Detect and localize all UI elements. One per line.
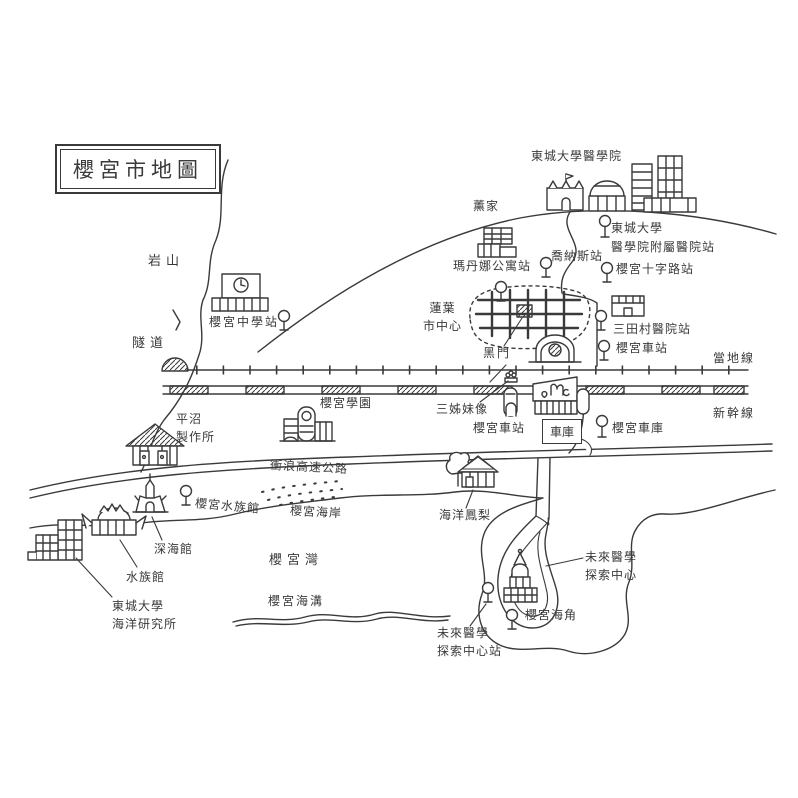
hiranuma-works-building — [126, 424, 184, 465]
academy-building — [280, 407, 335, 441]
garage-box: 車庫 — [542, 419, 582, 444]
label-black-gate: 黑門 — [483, 346, 512, 360]
pole-future-center — [483, 583, 494, 603]
pole-east-line — [599, 341, 610, 361]
surf-highway-road — [30, 444, 772, 498]
future-center-tower — [504, 549, 537, 602]
station-poles — [181, 216, 613, 630]
black-gate-leader — [504, 318, 522, 346]
ocean-pineapple-house — [446, 452, 498, 487]
pole-cape — [507, 610, 518, 630]
label-garage: 車庫 — [549, 425, 574, 439]
pole-middle-school — [279, 311, 290, 331]
label-ocean-pineapple: 海洋鳳梨 — [439, 508, 492, 522]
label-cape: 櫻宮海角 — [525, 608, 578, 622]
label-tosei-med-school: 東城大學醫學院 — [531, 149, 623, 163]
tosei-university-buildings — [547, 156, 696, 212]
leader-lines — [76, 381, 583, 626]
label-local-line: 當地線 — [713, 351, 756, 365]
hill-road — [561, 212, 576, 293]
label-lotus-city-center: 蓮葉 市中心 — [423, 301, 463, 333]
middle-school-building — [212, 274, 268, 311]
label-crossroads-station: 櫻宮十字路站 — [616, 262, 695, 276]
local-line-railway — [162, 358, 748, 371]
deep-sea-hall-building — [133, 474, 168, 512]
pole-jonas — [541, 258, 552, 278]
label-future-center-station: 未來醫學 探索中心站 — [437, 626, 503, 658]
label-three-sisters-statue: 三姊妹像 — [436, 402, 489, 416]
label-east-line-station: 櫻宮車站 — [616, 341, 669, 355]
label-main-station: 櫻宮車站 — [473, 421, 526, 435]
map-title: 櫻宮市地圖 — [60, 149, 216, 189]
black-gate-block — [517, 305, 532, 317]
heart-logo — [542, 392, 547, 398]
rock-marks — [173, 310, 180, 330]
mitamura-hospital-building — [612, 296, 644, 316]
shinkansen-railway — [163, 386, 748, 394]
label-jonas-station: 喬納斯站 — [551, 249, 604, 263]
pole-affiliated-hospital — [600, 216, 611, 238]
label-middle-school-station: 櫻宮中學站 — [209, 315, 280, 329]
pole-madonna-apartment — [496, 282, 507, 302]
dome-monument — [529, 335, 581, 362]
label-aquarium: 水族館 — [126, 570, 166, 584]
coastline — [30, 490, 775, 654]
label-marine-institute: 東城大學 海洋研究所 — [112, 599, 178, 631]
pole-aquarium — [181, 486, 192, 506]
label-future-center: 未來醫學 探索中心 — [585, 550, 638, 582]
label-mitamura-hospital-station: 三田村醫院站 — [613, 322, 692, 336]
aquarium-building — [82, 504, 146, 535]
river — [141, 160, 228, 472]
pole-crossroads — [602, 263, 613, 283]
grid-to-station-path — [490, 365, 506, 382]
marine-research-building — [28, 520, 82, 560]
label-depot-station: 櫻宮車庫 — [612, 421, 665, 435]
label-hiranuma-works: 平沼 製作所 — [176, 412, 216, 444]
label-rock-mountain: 岩山 — [148, 254, 185, 269]
label-shinkansen: 新幹線 — [713, 406, 756, 420]
label-trench: 櫻宮海溝 — [268, 594, 325, 608]
label-coast: 櫻宮海岸 — [289, 503, 343, 521]
three-sisters-statue — [505, 371, 517, 382]
map-title-box: 櫻宮市地圖 — [55, 144, 221, 194]
station-arch — [506, 403, 516, 416]
m-logo — [551, 384, 563, 395]
label-bay: 櫻宮灣 — [269, 553, 324, 568]
castle-door — [562, 198, 570, 210]
label-affiliated-hospital-station: 東城大學 醫學院附屬醫院站 — [611, 221, 716, 254]
trench-line — [233, 612, 450, 626]
pole-mitamura — [596, 311, 607, 331]
label-academy: 櫻宮學園 — [320, 396, 373, 410]
tunnel-portal — [162, 358, 188, 371]
g-logo — [563, 390, 569, 396]
pole-depot — [597, 416, 608, 438]
label-tunnel: 隧道 — [132, 336, 169, 351]
kaoru-house-buildings — [478, 228, 516, 257]
label-madonna-apartment-station: 瑪丹娜公寓站 — [453, 259, 532, 273]
label-kaoru-house: 薰家 — [473, 199, 500, 213]
lotus-city-center-district — [470, 286, 590, 382]
label-deep-sea-hall: 深海館 — [154, 542, 194, 556]
